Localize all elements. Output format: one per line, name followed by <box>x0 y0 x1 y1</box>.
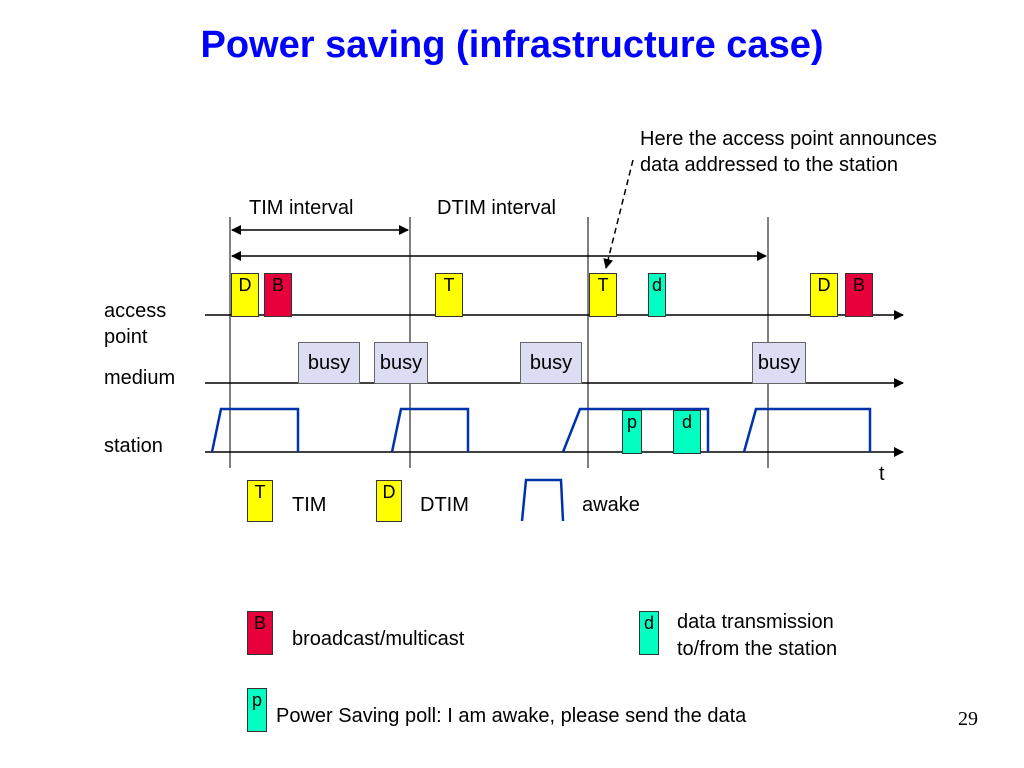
annotation-line-2: data addressed to the station <box>640 154 898 176</box>
legend-data-label-2: to/from the station <box>677 638 838 660</box>
dtim-frame-1: D <box>231 273 259 317</box>
busy-block-4: busy <box>752 342 806 384</box>
legend-data-label-1: data transmission <box>677 611 834 633</box>
station-label: station <box>104 435 163 457</box>
access-point-label-1: access <box>104 300 167 322</box>
busy-block-1: busy <box>298 342 360 384</box>
annotation-line-1: Here the access point announces <box>640 128 937 150</box>
access-point-label-2: point <box>104 326 148 348</box>
awake-period-3 <box>561 407 710 453</box>
data-frame-ap: d <box>648 273 666 317</box>
legend-poll-label: Power Saving poll: I am awake, please se… <box>276 705 747 727</box>
busy-block-2: busy <box>374 342 428 384</box>
legend-tim-icon: T <box>247 480 273 522</box>
annotation-arrow <box>603 159 634 269</box>
tim-frame-1: T <box>435 273 463 317</box>
legend-broadcast-label: broadcast/multicast <box>292 628 465 650</box>
legend-dtim-icon: D <box>376 480 402 522</box>
legend-dtim-label: DTIM <box>420 494 469 516</box>
tim-frame-2: T <box>589 273 617 317</box>
tim-interval-label: TIM interval <box>249 197 354 219</box>
page-title: Power saving (infrastructure case) <box>200 24 824 66</box>
awake-period-1 <box>210 407 300 453</box>
broadcast-frame-1: B <box>264 273 292 317</box>
poll-frame-station: p <box>622 410 642 454</box>
busy-block-3: busy <box>520 342 582 384</box>
legend-poll-icon: p <box>247 688 267 732</box>
time-axis-label: t <box>879 463 885 485</box>
legend-awake-icon <box>520 478 565 522</box>
station-awake-curves <box>210 407 872 453</box>
legend-awake-label: awake <box>582 494 640 516</box>
dtim-interval-label: DTIM interval <box>437 197 556 219</box>
legend-tim-label: TIM <box>292 494 327 516</box>
awake-period-2 <box>390 407 470 453</box>
dtim-frame-2: D <box>810 273 838 317</box>
page-number: 29 <box>958 708 978 730</box>
medium-label: medium <box>104 367 176 389</box>
legend-data-icon: d <box>639 611 659 655</box>
broadcast-frame-2: B <box>845 273 873 317</box>
legend-broadcast-icon: B <box>247 611 273 655</box>
data-frame-station: d <box>673 410 701 454</box>
awake-period-4 <box>742 407 872 453</box>
